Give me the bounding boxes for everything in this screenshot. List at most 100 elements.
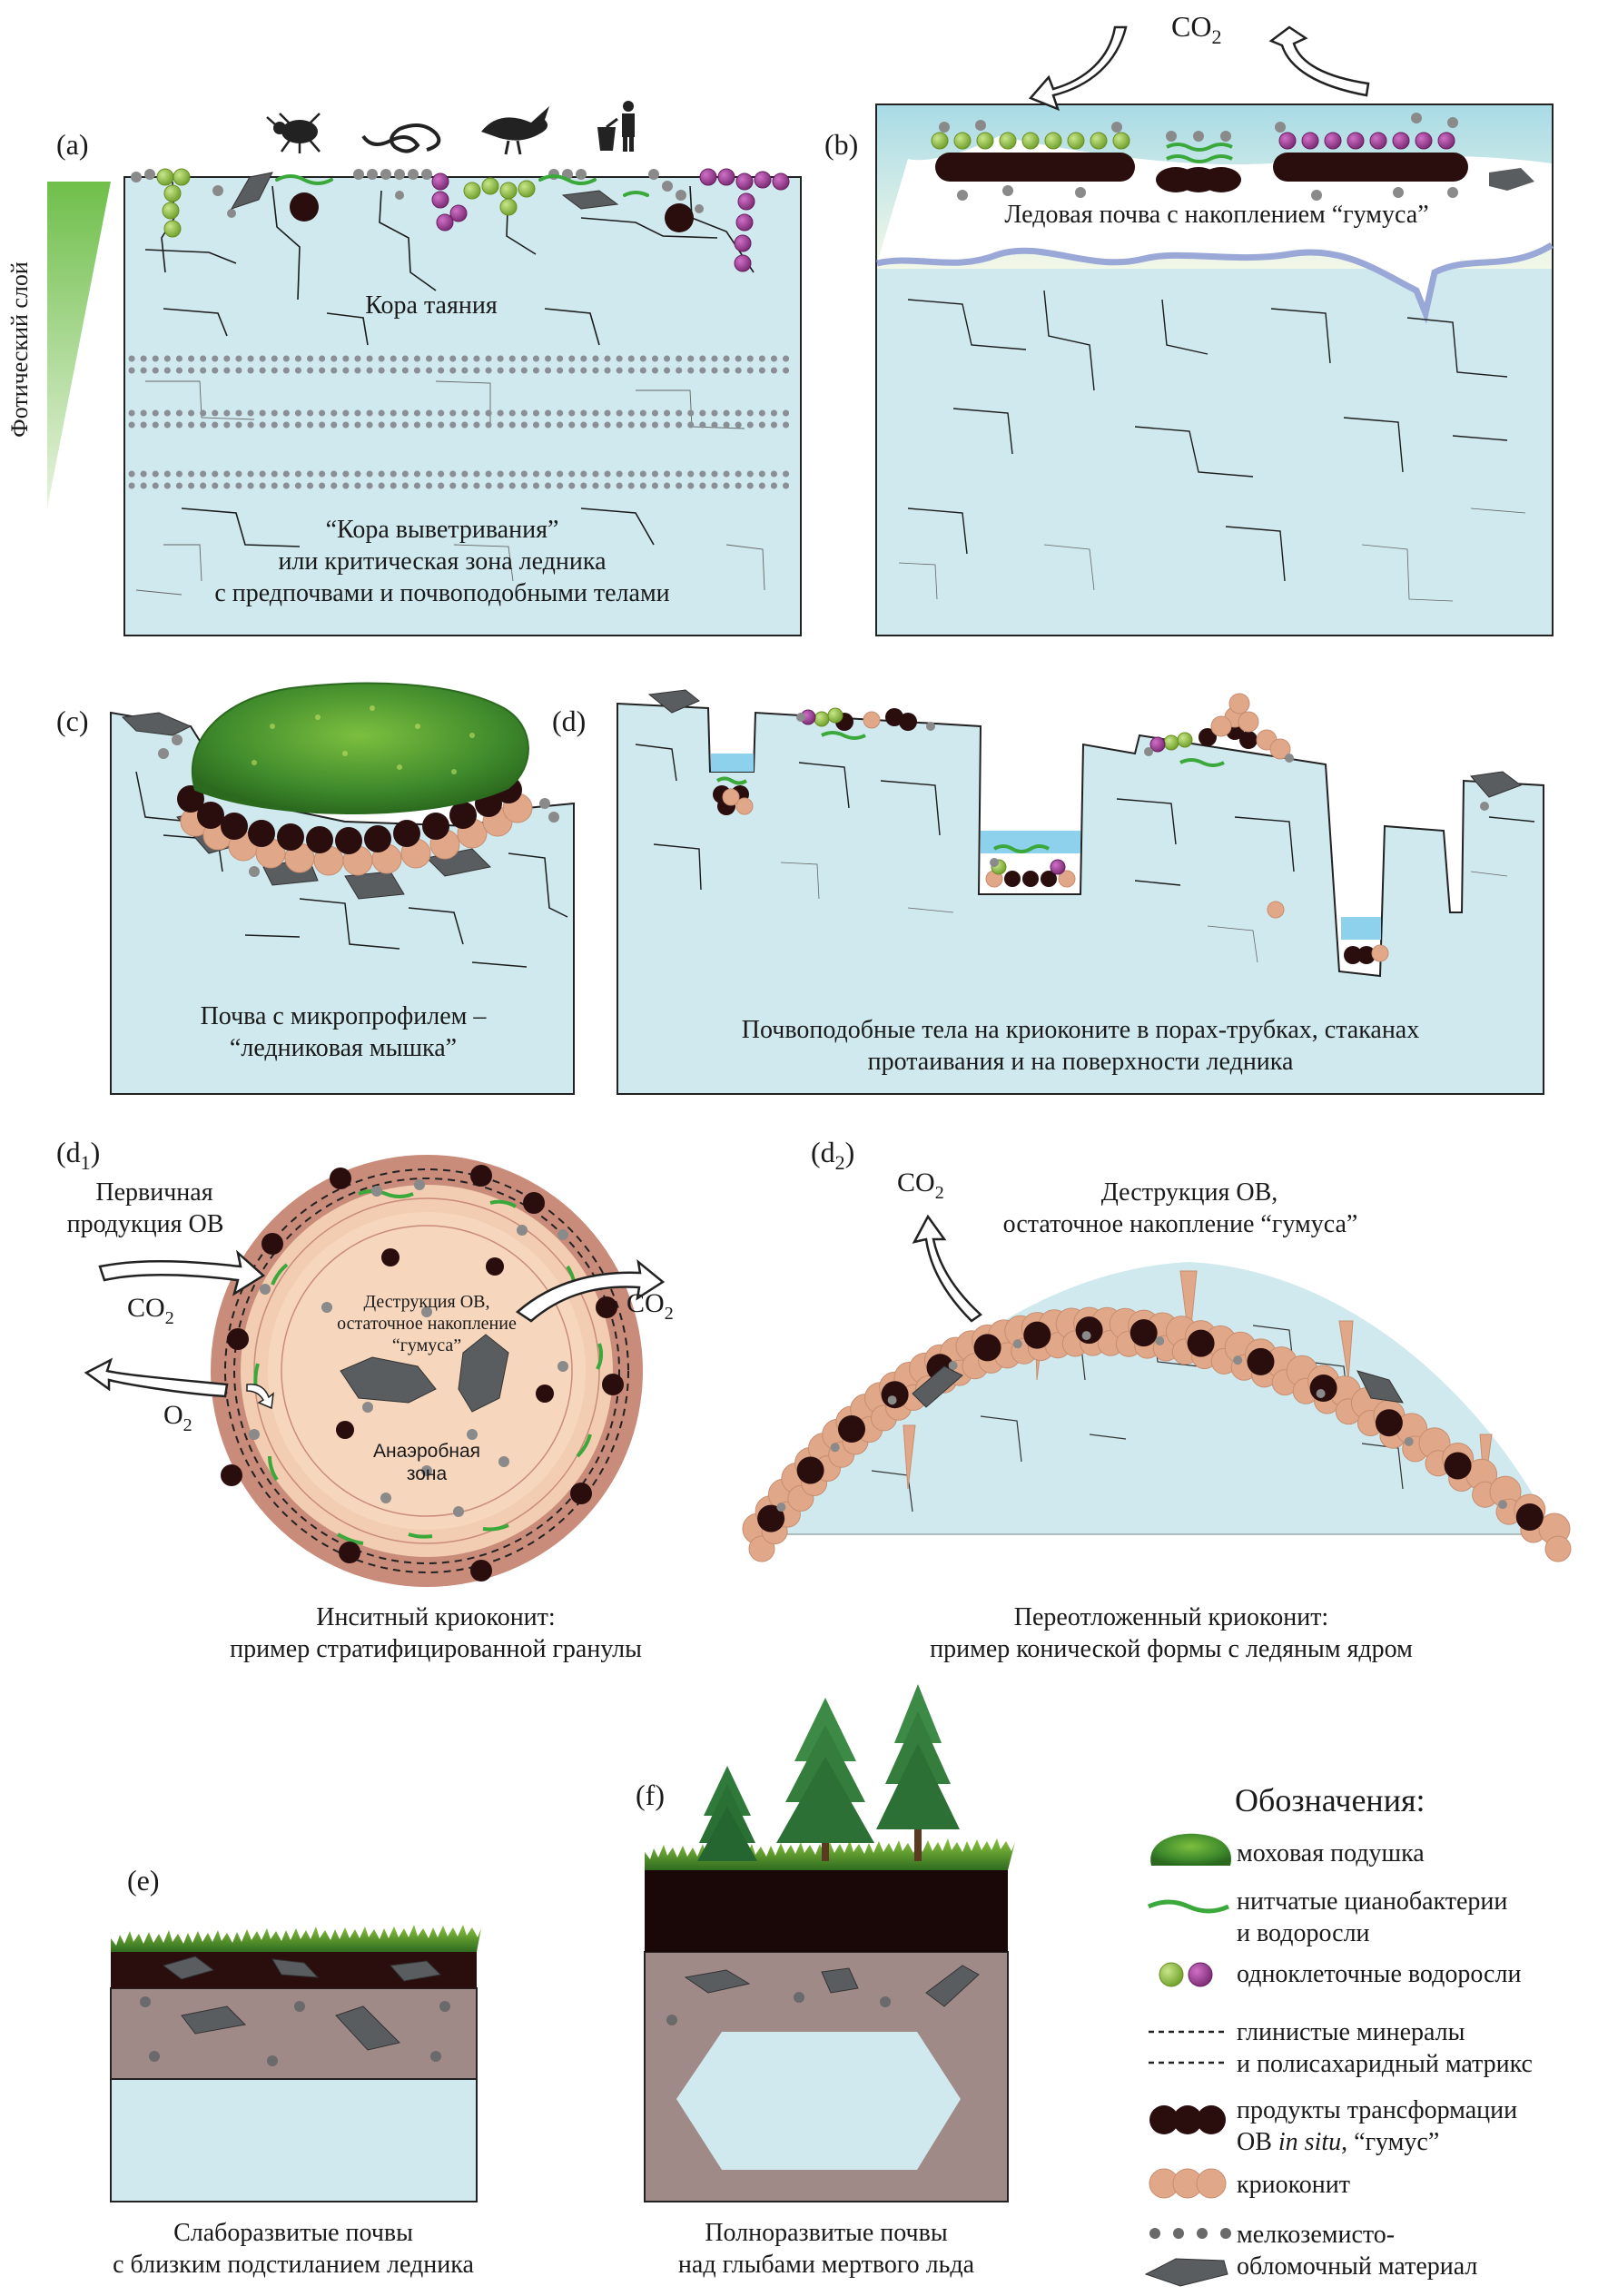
spruce-small-icon (697, 1766, 757, 1861)
photic-wedge (47, 182, 111, 508)
panel-d-cryoconite (722, 693, 1389, 962)
panel-a-layer1: Кора таяния (365, 291, 498, 320)
legend-cyano-l1: нитчатые цианобактерии (1237, 1887, 1507, 1916)
panel-d2-top-l1: Деструкция ОВ, (1101, 1178, 1278, 1207)
humus-grain (1515, 1503, 1544, 1531)
panel-d-rocks (647, 689, 1523, 798)
panel-a-layer2-l3: с предпочвами и почвоподобными телами (214, 579, 669, 607)
fine-particle (1316, 1389, 1326, 1398)
panel-d1-co2-left: CO2 (127, 1293, 174, 1328)
panel-b-caption: Ледовая почва с накоплением “гумуса” (1004, 201, 1428, 229)
fine-particle (1081, 1331, 1091, 1341)
granule-humus (221, 1165, 624, 1582)
human-litter-icon (597, 101, 635, 152)
spruce-tree-icons (697, 1684, 960, 1861)
granule-cyano (253, 1189, 604, 1545)
panel-a-label: (a) (56, 128, 89, 161)
panel-d1-co2-right: CO2 (626, 1288, 674, 1324)
humus-grains (290, 192, 694, 232)
humus-grain (838, 1415, 865, 1443)
worm-icon (361, 123, 441, 153)
panel-a-ice (123, 176, 802, 636)
algae-green (156, 168, 536, 238)
panel-d-fine (796, 713, 1489, 867)
humus-grain (1187, 1329, 1215, 1357)
panel-c: (c) (56, 682, 575, 1095)
fine-particle (776, 1503, 786, 1513)
legend-cyano-l2: и водоросли (1237, 1919, 1370, 1947)
co2-arrow-up-icon (1268, 25, 1370, 97)
panel-d: (d) (552, 689, 1544, 1095)
photic-label: Фотический слой (6, 261, 33, 438)
co2-out-arrow-icon (515, 1258, 666, 1323)
dead-ice-block (676, 2032, 961, 2170)
panel-f: (f) (636, 1684, 1015, 2279)
legend-fine-l2: обломочный материал (1237, 2252, 1477, 2281)
humus-grain (1309, 1375, 1337, 1402)
cone-grains (742, 1306, 1572, 1562)
humus-grain (1075, 1316, 1103, 1345)
panel-d-cyano (715, 731, 1225, 853)
fine-particle (1012, 1339, 1022, 1349)
panel-d1-primary-l1: Первичная (95, 1178, 212, 1207)
panel-d2-top-l2: остаточное накопление “гумуса” (1003, 1210, 1358, 1238)
o2-inward-arrow-icon (246, 1384, 274, 1410)
beetle-icon (266, 113, 321, 153)
panel-d-cracks (635, 744, 1535, 891)
panel-d1-inner-l3: “гумуса” (392, 1335, 461, 1355)
bird-icon (481, 106, 549, 155)
spruce-tall-icon (876, 1684, 960, 1861)
granule-rings (253, 1197, 600, 1544)
panel-c-caption-l2: “ледниковая мышка” (230, 1034, 457, 1062)
panel-d2: (d2) Деструкция ОВ, остаточное накоплени… (742, 1136, 1572, 1663)
granule-core (268, 1212, 586, 1530)
humus-grain (1130, 1319, 1158, 1347)
legend-clay-l1: глинистые минералы (1237, 2018, 1465, 2046)
panel-b-biofilm (931, 113, 1534, 201)
fine-particle (830, 1443, 840, 1453)
panel-f-grass (645, 1838, 1015, 1870)
panel-f-rocks (684, 1965, 980, 2007)
panel-a-surface (131, 101, 790, 272)
panel-d1-label: (d1) (56, 1136, 100, 1174)
panel-d1-o2: O2 (163, 1400, 192, 1435)
fine-particle (948, 1361, 958, 1371)
panel-b-co2-arrows: CO2 (1028, 10, 1370, 112)
panel-c-label: (c) (56, 705, 89, 737)
legend-clay-icon (1149, 2030, 1228, 2064)
fine-particle (1498, 1500, 1507, 1510)
legend-humus-l2: ОВ in situ, “гумус” (1237, 2128, 1439, 2156)
panel-d-fine-cracks (780, 862, 1508, 963)
humus-grain (796, 1456, 824, 1484)
moss-cushion (191, 682, 529, 814)
panel-c-cracks (135, 771, 568, 968)
panel-e-ice (110, 2078, 478, 2202)
co2-arrow-down-icon (1028, 25, 1128, 112)
panel-d1-caption-l2: пример стратифицированной гранулы (230, 1635, 642, 1663)
panel-e-mineral (110, 1987, 478, 2080)
cone-rocks (912, 1365, 1404, 1408)
legend-moss-icon (1150, 1833, 1231, 1866)
legend-humus-icon (1149, 2105, 1226, 2134)
panel-d1-caption-l1: Инситный криоконит: (316, 1603, 555, 1631)
humus-grain (973, 1334, 1001, 1362)
panel-d-algae-purple (800, 709, 1166, 875)
legend-title: Обозначения: (1235, 1782, 1425, 1818)
panel-d2-caption-l1: Переотложенный криоконит: (1014, 1603, 1328, 1631)
cone-ice-core (758, 1262, 1554, 1534)
panel-b-ice-line (876, 242, 1554, 324)
panel-a: Фотический слой (a) (6, 101, 802, 636)
co2-in-arrow-icon (98, 1249, 266, 1296)
humus-grain (757, 1504, 785, 1532)
legend-clay-l2: и полисахаридный матрикс (1237, 2050, 1533, 2078)
fine-particle (1155, 1336, 1165, 1345)
legend-moss: моховая подушка (1237, 1839, 1425, 1867)
panel-d1-primary-l2: продукция ОВ (67, 1210, 224, 1238)
o2-out-arrow-icon (84, 1357, 229, 1398)
legend-algae-icon (1159, 1962, 1213, 1987)
fine-particle (1404, 1436, 1414, 1446)
fine-particles (131, 169, 704, 218)
panel-f-caption-l2: над глыбами мертвого льда (678, 2251, 975, 2279)
panel-d1-anaerobic-l2: зона (407, 1463, 448, 1484)
panel-e-grass (111, 1925, 481, 1952)
